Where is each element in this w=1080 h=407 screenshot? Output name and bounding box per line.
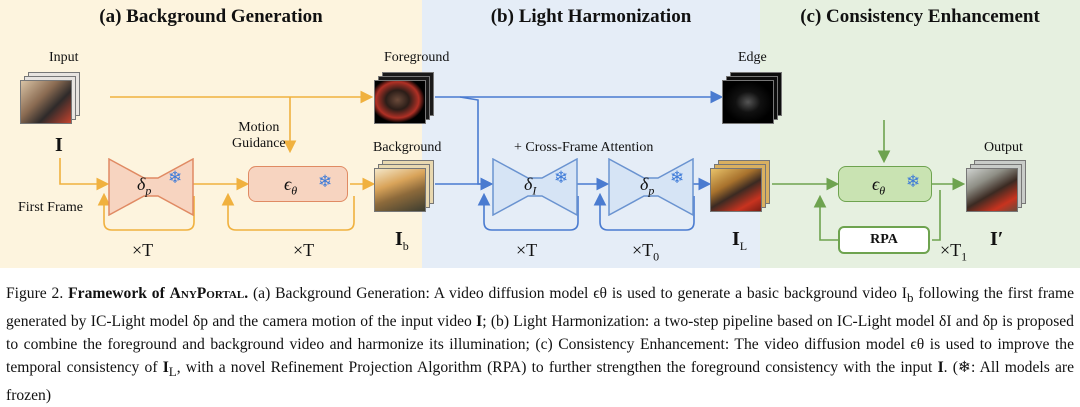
caption-body-3: ; (b) Light Harmonization: a two-step pi… [6,312,1074,377]
output-symbol: I′ [990,228,1004,250]
panel-title: (a) Background Generation [99,6,323,27]
unet-delta-p-a [108,158,194,216]
motion-guidance-label: Motion Guidance [232,120,286,151]
harmonized-video-thumbnail [710,160,770,212]
eps-theta-c-box [838,166,932,202]
delta-i-b-label: δI [524,174,537,198]
snowflake-icon: ❄ [670,168,685,188]
caption-body-5: . (❄: All models are frozen) [6,359,1074,404]
edge-video-thumbnail [722,72,782,124]
eps-theta-a-label: ϵθ [284,174,298,198]
caption-title-prefix: Framework of [68,285,170,302]
caption-figure-label: Figure 2. [6,285,64,302]
arrow-input-to-delta-p [59,158,110,191]
cross-frame-attention-label: + Cross-Frame Attention [514,140,654,155]
loop-rpa-right [932,190,941,241]
rpa-box: RPA [838,226,930,254]
snowflake-icon: ❄ [906,172,921,192]
loop-count-c1: ×T1 [940,240,968,264]
snowflake-icon: ❄ [168,168,183,188]
arrow-foreground-to-delta-i [459,96,494,191]
panel-title: (c) Consistency Enhancement [800,6,1040,27]
loop-rpa-left [813,194,838,241]
caption-body-4-bold: I [937,359,944,377]
loop-count-b2: ×T0 [632,240,660,264]
loop-count-a1: ×T [132,240,154,260]
snowflake-icon: ❄ [318,172,333,192]
loop-delta-p [97,192,195,231]
delta-p-b-label: δp [640,174,655,198]
input-label: Input [49,50,79,65]
snowflake-icon: ❄ [554,168,569,188]
eps-theta-a-box [248,166,348,202]
caption-body-2: following the first frame generated by I… [6,285,1075,330]
harmonized-symbol: IL [732,228,748,253]
input-symbol: I [55,134,63,156]
unet-delta-p-b [608,158,694,216]
input-video-thumbnail [20,72,80,124]
background-symbol: Ib [395,228,409,253]
edge-label: Edge [738,50,767,65]
loop-count-b1: ×T [516,240,538,260]
caption-body-2-bold: I [476,312,483,330]
loop-delta-p-b [593,192,695,231]
unet-delta-i-b [492,158,578,216]
flow-arrows [59,90,966,241]
caption-body-3-sub: L [168,364,177,380]
foreground-label: Foreground [384,50,450,65]
background-video-thumbnail [374,160,434,212]
output-label: Output [984,140,1023,155]
background-label: Background [373,140,442,155]
panel-title: (b) Light Harmonization [490,6,692,27]
output-video-thumbnail [966,160,1026,212]
caption-body-4: , with a novel Refinement Projection Alg… [176,359,938,377]
panel-consistency-enhancement: (c) Consistency Enhancement [760,0,1080,268]
loop-delta-i [477,192,579,231]
caption-body-1-sub: b [906,290,914,306]
eps-theta-c-label: ϵθ [872,174,886,198]
caption-body-3-bold: I [162,359,169,377]
caption-body-1: (a) Background Generation: A video diffu… [252,285,907,302]
delta-p-a-label: δp [137,174,152,198]
panel-background-generation: (a) Background Generation [0,0,422,268]
loop-count-a2: ×T [293,240,315,260]
figure-caption: Figure 2. Framework of AnyPortal. (a) Ba… [6,282,1074,407]
loop-eps [221,192,355,231]
first-frame-label: First Frame [18,200,83,215]
foreground-video-thumbnail [374,72,434,124]
caption-title-name: AnyPortal. [169,285,249,302]
